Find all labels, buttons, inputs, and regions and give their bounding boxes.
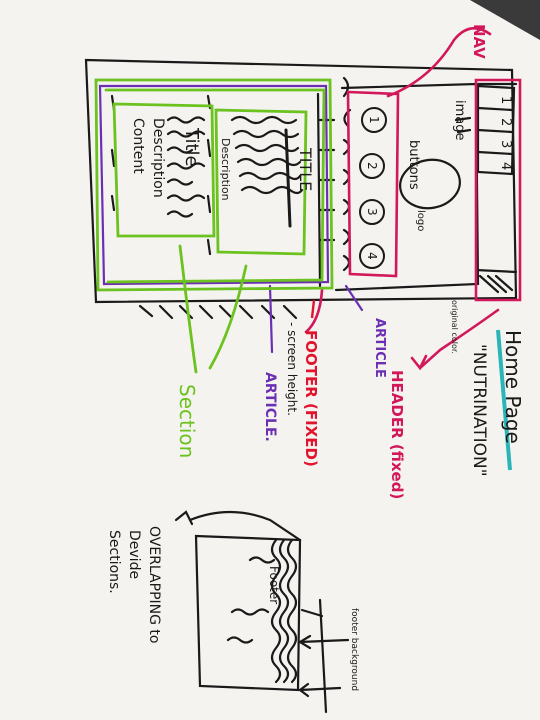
- article-box: [98, 84, 330, 286]
- section-outer-box: [94, 78, 334, 292]
- article-pointer-inner: [344, 284, 364, 312]
- section-card-right: [214, 108, 308, 256]
- header-button-3: 3: [359, 199, 385, 225]
- header-button-1-label: 1: [367, 116, 381, 124]
- nav-tab-2: 2: [498, 118, 513, 126]
- overlap-sketch-box: [194, 534, 302, 692]
- card-left-content: Content: [130, 118, 146, 174]
- header-buttons-box: [346, 90, 400, 278]
- nav-tab-4: 4: [498, 162, 513, 170]
- header-button-3-label: 3: [365, 208, 379, 216]
- article-annotation: [98, 84, 364, 354]
- card-right-description: Description: [219, 138, 232, 201]
- section-pointer-2: [208, 264, 248, 370]
- footer-fixed-label: FOOTER (FIXED): [302, 330, 320, 467]
- header-button-4-circle: [359, 243, 385, 269]
- overlapping-line-3: Sections.: [106, 530, 122, 594]
- nav-highlight-box: [474, 78, 522, 302]
- header-button-4: 4: [359, 243, 385, 269]
- nav-label: NAV: [470, 24, 488, 59]
- header-button-3-circle: [359, 199, 385, 225]
- footer-annotation: [310, 299, 316, 319]
- card-right-title: TITLE: [296, 147, 315, 191]
- nutrination-title: "NUTRINATION": [469, 344, 489, 477]
- header-button-2-circle: [359, 153, 385, 179]
- nav-strip-bottom: [474, 268, 518, 274]
- overlapping-line-2: Devide: [126, 530, 142, 579]
- header-button-2: 2: [359, 153, 385, 179]
- article-pointer-outer: [268, 284, 274, 354]
- image-label: image: [452, 100, 467, 141]
- header-button-1: 1: [361, 107, 387, 133]
- header-fixed-label: HEADER (fixed): [388, 370, 406, 499]
- footer-background-label: footer background: [349, 608, 359, 691]
- overlapping-line-1: OVERLAPPING to: [146, 526, 162, 643]
- logo-circle: [399, 158, 461, 210]
- phone-outline: [84, 58, 518, 304]
- section-card-left: [112, 102, 216, 238]
- header-pointer: [418, 308, 500, 370]
- title-underline: [496, 329, 512, 471]
- header-button-4-label: 4: [365, 252, 379, 260]
- section-annotation: [94, 78, 334, 374]
- card-left-description: Description: [150, 118, 166, 198]
- nav-tab-3: 3: [498, 140, 513, 148]
- home-page-title: Home Page: [501, 330, 525, 444]
- article-outer-label: ARTICLE.: [262, 372, 278, 442]
- section-label: Section: [175, 384, 199, 458]
- original-color-label: original color.: [450, 300, 459, 354]
- header-annotation: [304, 26, 522, 371]
- buttons-label: buttons: [406, 140, 421, 190]
- nav-pointer: [386, 26, 492, 98]
- section-pointer-1: [178, 244, 198, 374]
- screen-height-label: - screen height.: [285, 322, 299, 416]
- article-inner-label: ARTICLE: [372, 318, 387, 378]
- header-pointer-lower: [304, 288, 324, 334]
- header-button-1-circle: [361, 107, 387, 133]
- nav-tabs-box: [476, 84, 516, 176]
- nav-tab-1: 1: [498, 96, 513, 104]
- header-button-2-label: 2: [365, 162, 379, 170]
- logo-label: logo: [415, 210, 426, 231]
- card-left-title: Title: [181, 127, 202, 167]
- overlap-footer-label: Footer: [267, 566, 281, 604]
